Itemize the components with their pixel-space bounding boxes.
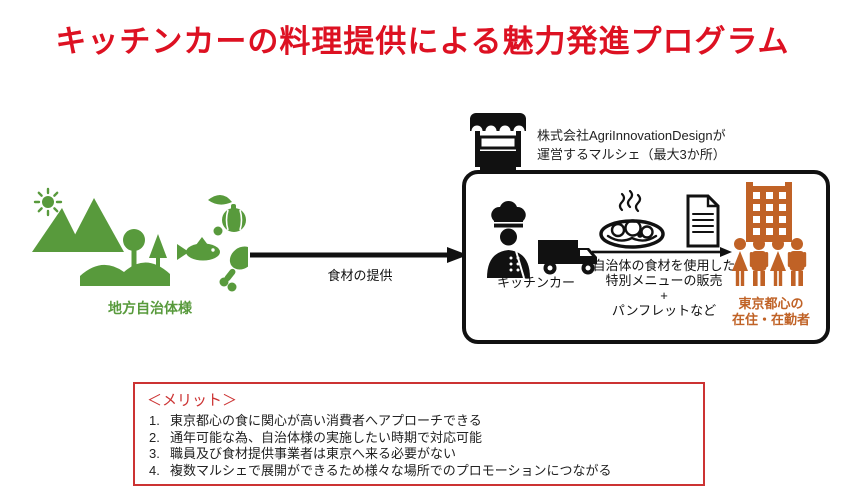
menu-plus: + xyxy=(660,288,668,303)
merit-item-number: 4. xyxy=(149,462,160,478)
merit-list-item: 4. 複数マルシェで展開ができるため様々な場所でのプロモーションにつながる xyxy=(149,463,693,480)
merit-item-text: 東京都心の食に関心が高い消費者へアプローチできる xyxy=(170,413,482,428)
pamphlet-icon xyxy=(686,194,720,248)
supply-arrow-icon xyxy=(250,247,468,263)
merit-list: 1. 東京都心の食に関心が高い消費者へアプローチできる 2. 通年可能な為、自治… xyxy=(145,413,693,479)
mountain-icon xyxy=(32,208,84,252)
merit-item-number: 3. xyxy=(149,446,160,461)
merit-list-item: 3. 職員及び食材提供事業者は東京へ来る必要がない xyxy=(149,446,693,463)
merit-list-item: 2. 通年可能な為、自治体様の実施したい時期で対応可能 xyxy=(149,430,693,447)
merit-list-item: 1. 東京都心の食に関心が高い消費者へアプローチできる xyxy=(149,413,693,430)
merit-box: ＜メリット＞ 1. 東京都心の食に関心が高い消費者へアプローチできる 2. 通年… xyxy=(133,382,705,486)
people-icon xyxy=(732,238,807,286)
city-building-people-icon xyxy=(732,182,807,286)
merit-item-text: 職員及び食材提供事業者は東京へ来る必要がない xyxy=(170,446,457,461)
noodles-and-pamphlet-icon xyxy=(599,190,720,249)
supply-arrow-label: 食材の提供 xyxy=(327,268,393,283)
local-produce-landscape-icon xyxy=(32,187,248,292)
page-title: キッチンカーの料理提供による魅力発進プログラム xyxy=(55,24,790,59)
vegetables-icon xyxy=(208,194,246,236)
building-icon xyxy=(746,182,792,242)
hills-icon xyxy=(80,262,170,286)
audience-line1: 東京都心の xyxy=(738,296,804,311)
market-stall-icon xyxy=(470,113,526,171)
audience-line2: 在住・在勤者 xyxy=(731,312,810,327)
menu-line1: 自治体の食材を使用した xyxy=(592,258,736,273)
marche-line2: 運営するマルシェ（最大3か所） xyxy=(537,147,726,162)
menu-line2: 特別メニューの販売 xyxy=(605,273,723,288)
tokyo-audience-label: 東京都心の 在住・在勤者 xyxy=(704,296,838,328)
merit-item-number: 1. xyxy=(149,413,160,428)
merit-title: ＜メリット＞ xyxy=(147,392,238,409)
drumstick-icon xyxy=(219,246,248,292)
marche-description: 株式会社AgriInnovationDesignが 運営するマルシェ（最大3か所… xyxy=(537,126,757,164)
marche-program-box: キッチンカー xyxy=(462,170,830,344)
noodle-plate-icon xyxy=(599,219,665,249)
steam-icon xyxy=(618,190,642,213)
sales-arrow-icon xyxy=(592,247,732,257)
local-government-label: 地方自治体様 xyxy=(108,300,192,316)
merit-item-number: 2. xyxy=(149,429,160,445)
kitchen-car-label: キッチンカー xyxy=(496,275,575,290)
slide-canvas: { "title": "キッチンカーの料理提供による魅力発進プログラム", "c… xyxy=(32,24,830,486)
menu-description: 自治体の食材を使用した 特別メニューの販売 + パンフレットなど xyxy=(582,258,746,318)
marche-line1: 株式会社AgriInnovationDesignが xyxy=(537,128,726,143)
menu-line3: パンフレットなど xyxy=(611,303,717,318)
merit-item-text: 通年可能な為、自治体様の実施したい時期で対応可能 xyxy=(170,429,483,445)
tree-icon xyxy=(123,229,167,270)
sun-icon xyxy=(33,187,63,217)
mountain-icon xyxy=(66,198,124,252)
chef-icon xyxy=(487,200,530,279)
merit-item-text: 複数マルシェで展開ができるため様々な場所でのプロモーションにつながる xyxy=(170,462,612,478)
fish-icon xyxy=(177,237,220,261)
